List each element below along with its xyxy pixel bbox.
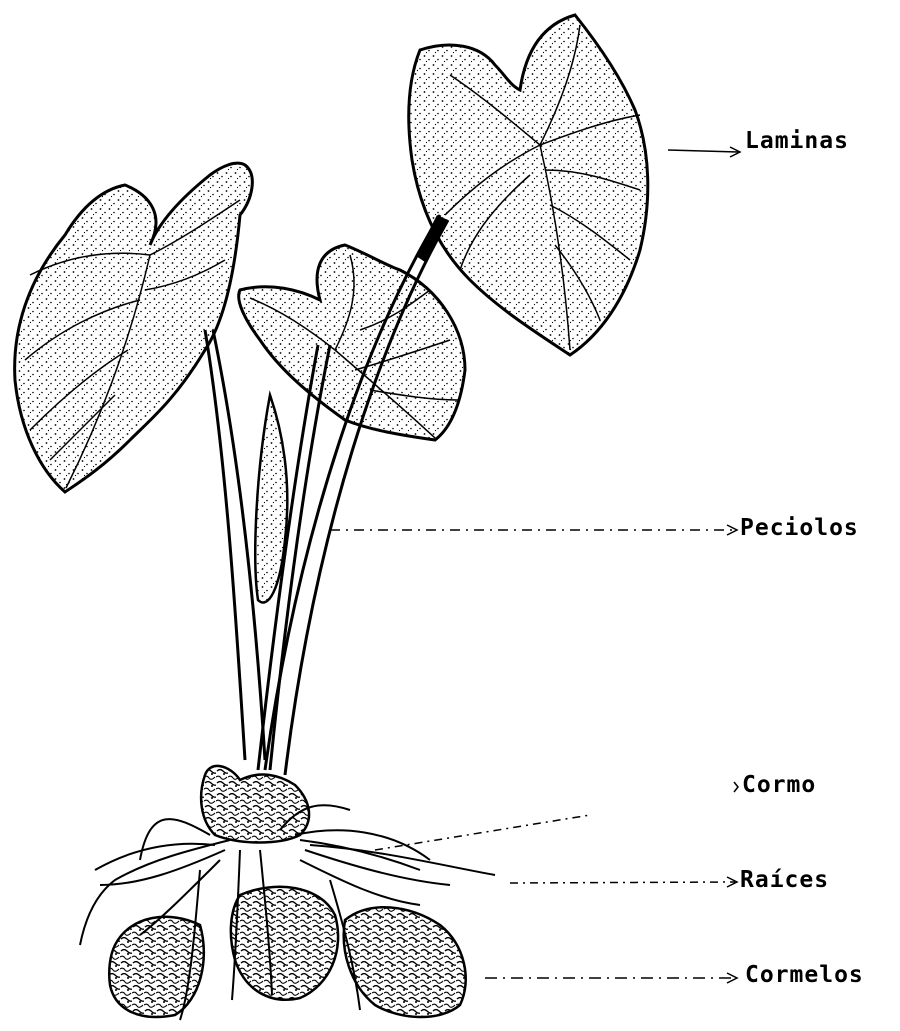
leaf-right [409,15,648,355]
cormels [109,887,465,1017]
label-laminas: Laminas [745,128,849,154]
label-cormelos: Cormelos [745,962,864,988]
label-raices: Raíces [740,867,829,893]
leader-cormo [375,815,590,850]
label-cormo: Cormo [742,772,816,798]
leaf-left [15,163,253,492]
leader-laminas [668,150,738,152]
leader-raices [510,882,735,883]
corm [201,766,309,843]
label-peciolos: Peciolos [740,515,859,541]
